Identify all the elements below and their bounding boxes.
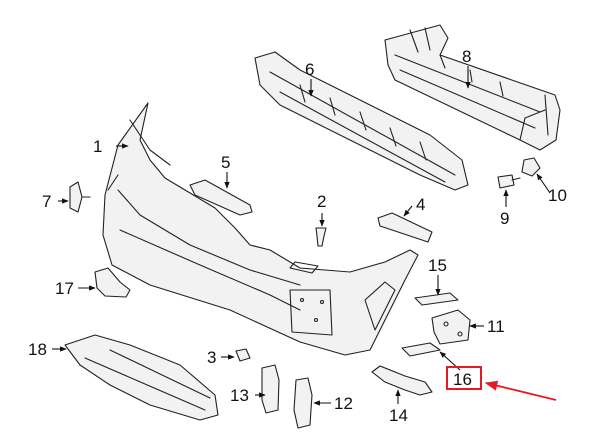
part-18-skid-plate (64, 334, 219, 421)
part-9-bolt (497, 174, 521, 189)
part-17-bracket (94, 267, 131, 298)
highlight-box (446, 366, 482, 390)
part-12-trim (293, 377, 313, 429)
part-14-trim-strip (371, 365, 433, 396)
callout-18: 18 (28, 340, 47, 359)
callout-17: 17 (55, 279, 74, 298)
callout-3: 3 (207, 348, 216, 367)
callout-16: 16 (453, 370, 472, 389)
part-2-clip (315, 227, 327, 247)
callout-labels: 1 2 3 4 5 6 7 8 9 10 11 12 13 14 15 17 1… (28, 47, 567, 425)
leader-lines (52, 66, 551, 406)
callout-5: 5 (221, 153, 230, 172)
part-4-trim (377, 212, 433, 243)
callout-11: 11 (487, 317, 505, 336)
part-3-clip (235, 348, 251, 362)
callout-9: 9 (500, 209, 509, 228)
part-5-bracket (189, 179, 253, 216)
callout-15: 15 (428, 256, 447, 275)
part-13-trim (261, 364, 280, 414)
part-1-bumper-cover (102, 102, 419, 356)
part-15-reflector (414, 292, 459, 306)
highlighted-callout-group: 16 (446, 366, 557, 401)
part-10-nut (521, 157, 541, 177)
callout-10: 10 (548, 186, 567, 205)
callout-8: 8 (462, 47, 471, 66)
callout-1: 1 (93, 137, 102, 156)
callout-2: 2 (317, 192, 326, 211)
part-6-energy-absorber (254, 51, 469, 191)
callout-12: 12 (334, 394, 353, 413)
callout-7: 7 (42, 192, 51, 211)
callout-14: 14 (389, 406, 408, 425)
part-7-grommet (69, 181, 91, 213)
part-16-reflector (401, 342, 441, 357)
part-11-bracket (431, 309, 471, 345)
callout-13: 13 (230, 386, 249, 405)
callout-4: 4 (416, 195, 425, 214)
callout-6: 6 (305, 60, 314, 79)
red-pointer-arrow (484, 380, 557, 401)
